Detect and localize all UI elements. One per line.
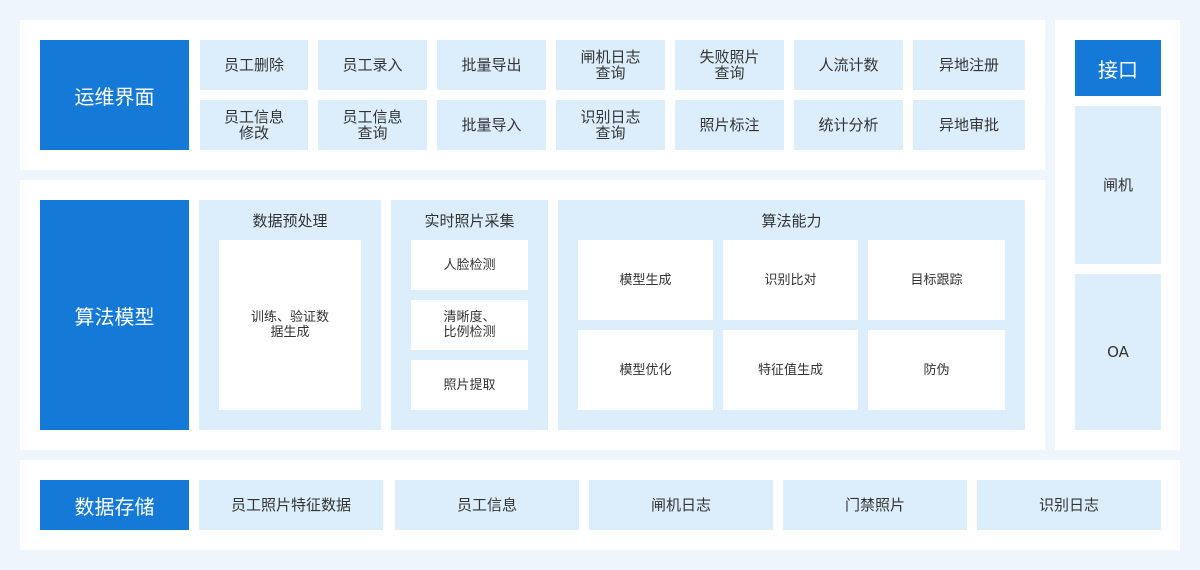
ops-item-12[interactable]: 照片标注 xyxy=(675,100,784,150)
storage-item-4[interactable]: 门禁照片 xyxy=(783,480,967,530)
capture-item-face-detect[interactable]: 人脸检测 xyxy=(411,240,528,290)
ops-item-3[interactable]: 批量导出 xyxy=(437,40,546,90)
capture-item-photo-extract[interactable]: 照片提取 xyxy=(411,360,528,410)
preprocess-title: 数据预处理 xyxy=(252,212,328,230)
ops-item-8[interactable]: 员工信息修改 xyxy=(200,100,308,150)
ops-item-7[interactable]: 异地注册 xyxy=(913,40,1025,90)
api-item-gate[interactable]: 闸机 xyxy=(1075,106,1161,264)
ability-item-4[interactable]: 模型优化 xyxy=(578,330,713,410)
ability-item-5[interactable]: 特征值生成 xyxy=(723,330,858,410)
ops-item-9[interactable]: 员工信息查询 xyxy=(318,100,427,150)
storage-panel: 数据存储 员工照片特征数据 员工信息 闸机日志 门禁照片 识别日志 xyxy=(20,460,1180,550)
ability-item-3[interactable]: 目标跟踪 xyxy=(868,240,1005,320)
capture-item-clarity-detect[interactable]: 清晰度、比例检测 xyxy=(411,300,528,350)
ability-title: 算法能力 xyxy=(761,212,822,230)
ops-item-13[interactable]: 统计分析 xyxy=(794,100,903,150)
api-title: 接口 xyxy=(1075,40,1161,96)
ops-item-4[interactable]: 闸机日志查询 xyxy=(556,40,665,90)
ops-item-1[interactable]: 员工删除 xyxy=(200,40,308,90)
capture-group: 实时照片采集 人脸检测 清晰度、比例检测 照片提取 xyxy=(391,200,548,430)
capture-title: 实时照片采集 xyxy=(424,212,515,230)
preprocess-item[interactable]: 训练、验证数据生成 xyxy=(219,240,361,410)
storage-item-3[interactable]: 闸机日志 xyxy=(589,480,773,530)
ops-item-5[interactable]: 失败照片查询 xyxy=(675,40,784,90)
ops-title: 运维界面 xyxy=(40,40,189,150)
algo-title: 算法模型 xyxy=(40,200,189,430)
ability-item-1[interactable]: 模型生成 xyxy=(578,240,713,320)
ability-item-6[interactable]: 防伪 xyxy=(868,330,1005,410)
algo-panel: 算法模型 数据预处理 训练、验证数据生成 实时照片采集 人脸检测 清晰度、比例检… xyxy=(20,180,1045,450)
ability-group: 算法能力 模型生成 识别比对 目标跟踪 模型优化 特征值生成 防伪 xyxy=(558,200,1025,430)
preprocess-group: 数据预处理 训练、验证数据生成 xyxy=(199,200,381,430)
ops-panel: 运维界面 员工删除 员工录入 批量导出 闸机日志查询 失败照片查询 人流计数 异… xyxy=(20,20,1045,170)
storage-item-2[interactable]: 员工信息 xyxy=(395,480,579,530)
ability-item-2[interactable]: 识别比对 xyxy=(723,240,858,320)
api-item-oa[interactable]: OA xyxy=(1075,274,1161,430)
storage-item-1[interactable]: 员工照片特征数据 xyxy=(199,480,383,530)
storage-title: 数据存储 xyxy=(40,480,189,530)
ops-item-11[interactable]: 识别日志查询 xyxy=(556,100,665,150)
ops-item-10[interactable]: 批量导入 xyxy=(437,100,546,150)
storage-item-5[interactable]: 识别日志 xyxy=(977,480,1161,530)
ops-item-2[interactable]: 员工录入 xyxy=(318,40,427,90)
api-panel: 接口 闸机 OA xyxy=(1055,20,1180,450)
ops-item-14[interactable]: 异地审批 xyxy=(913,100,1025,150)
ops-item-6[interactable]: 人流计数 xyxy=(794,40,903,90)
